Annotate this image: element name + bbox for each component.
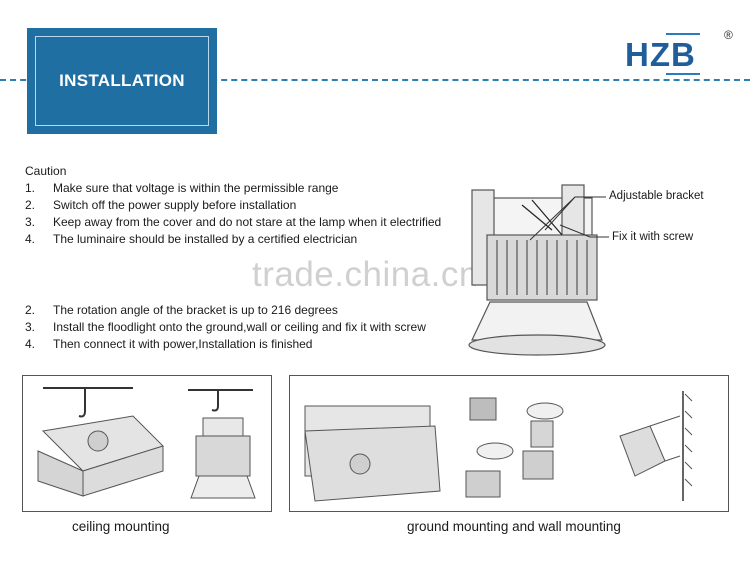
- list-item-text: Make sure that voltage is within the per…: [53, 181, 339, 195]
- list-item-text: The luminaire should be installed by a c…: [53, 232, 358, 246]
- list-item-text: Keep away from the cover and do not star…: [53, 215, 442, 229]
- list-item-number: 4.: [25, 337, 36, 351]
- list-item-number: 3.: [25, 215, 36, 229]
- callout-adjustable-bracket: Adjustable bracket: [609, 190, 704, 202]
- caption-ground-wall-mounting: ground mounting and wall mounting: [407, 519, 621, 534]
- list-item-text: Switch off the power supply before insta…: [53, 198, 297, 212]
- list-item-number: 2.: [25, 303, 36, 317]
- list-item-number: 2.: [25, 198, 36, 212]
- caption-ceiling-mounting: ceiling mounting: [72, 519, 170, 534]
- registered-mark: ®: [724, 28, 733, 42]
- list-item-text: Then connect it with power,Installation …: [53, 337, 313, 351]
- banner-title: INSTALLATION: [59, 71, 185, 90]
- ceiling-mounting-panel: [22, 375, 272, 512]
- callout-fix-screw: Fix it with screw: [612, 231, 694, 243]
- list-item-text: Install the floodlight onto the ground,w…: [53, 320, 426, 334]
- ceiling-mounting-illustration: [37, 387, 256, 499]
- logo-mark-icon: [666, 33, 700, 75]
- ground-wall-mounting-panel: [289, 375, 729, 512]
- list-item-number: 3.: [25, 320, 36, 334]
- floodlight-bracket-illustration: [468, 184, 606, 356]
- ground-wall-mounting-illustration: [304, 391, 693, 502]
- logo-text: HZB: [625, 36, 696, 73]
- watermark: trade.china.cn: [252, 255, 479, 294]
- dashed-divider: [0, 79, 750, 81]
- caution-title: Caution: [25, 164, 67, 178]
- brand-logo: HZB ®: [622, 28, 734, 80]
- list-item-number: 4.: [25, 232, 36, 246]
- banner-inner-frame: INSTALLATION: [35, 36, 209, 126]
- list-item-number: 1.: [25, 181, 36, 195]
- section-banner: INSTALLATION: [27, 28, 217, 134]
- list-item-text: The rotation angle of the bracket is up …: [53, 303, 338, 317]
